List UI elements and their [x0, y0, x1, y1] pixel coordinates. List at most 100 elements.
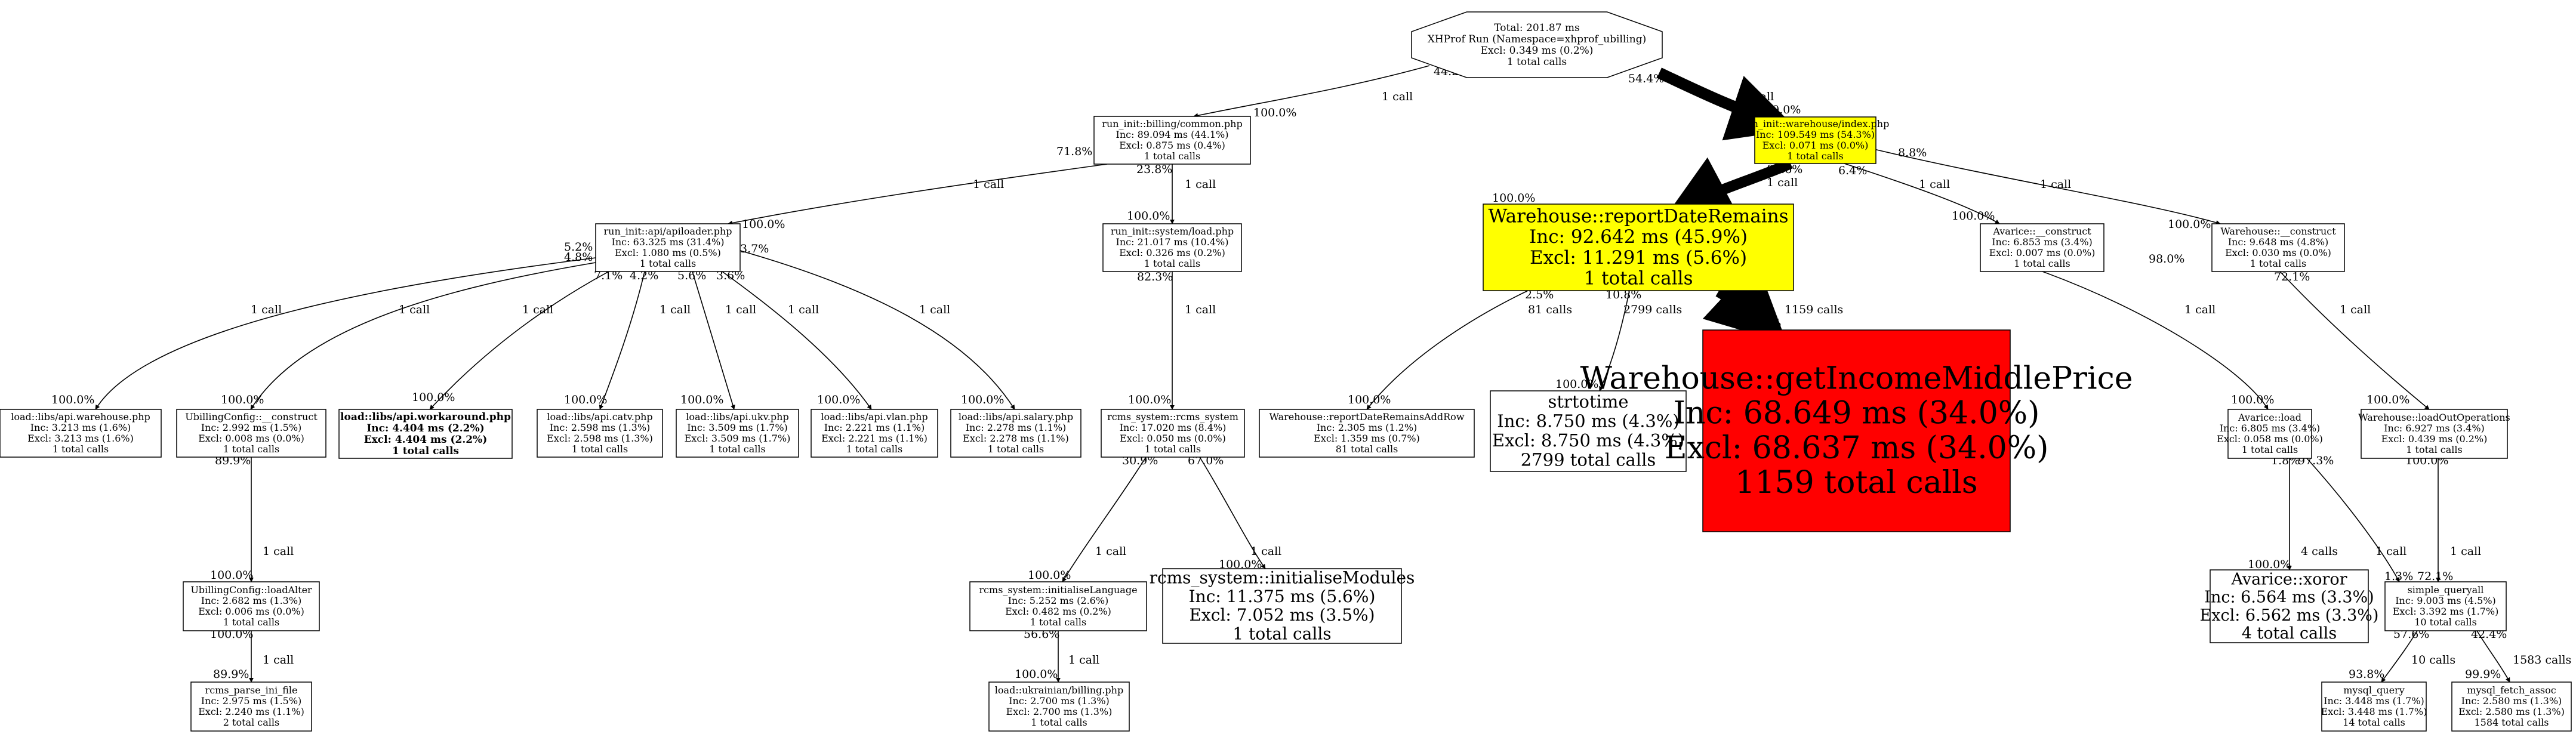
node-metric: Inc: 109.549 ms (54.3%): [1756, 129, 1875, 140]
edge-line: [2042, 271, 2269, 410]
node-metric: Excl: 0.007 ms (0.0%): [1989, 247, 2096, 258]
node-function-name: load::libs/api.ukv.php: [686, 411, 788, 422]
node-function-name: mysql_fetch_assoc: [2467, 684, 2556, 696]
edge-target-percent: 100.0%: [1738, 317, 1781, 330]
node-metric: Inc: 2.992 ms (1.5%): [201, 422, 302, 433]
edge-target-percent: 100.0%: [412, 391, 455, 404]
node-metric: 1 total calls: [1031, 717, 1087, 728]
node-box: [176, 409, 326, 458]
node-metric: Excl: 2.221 ms (1.1%): [821, 433, 928, 444]
node-metric: Inc: 2.580 ms (1.3%): [2461, 695, 2562, 707]
node-box: [2227, 409, 2312, 459]
node-box: [2451, 681, 2572, 732]
edge-line: [1193, 65, 1430, 118]
node-box: [1980, 223, 2104, 272]
node-metric: 1 total calls: [1232, 624, 1331, 644]
edge-target-percent: 100.0%: [817, 393, 860, 406]
node-metric: Inc: 6.564 ms (3.3%): [2204, 588, 2374, 607]
node-metric: Excl: 6.562 ms (3.3%): [2200, 606, 2379, 625]
node-metric: 1 total calls: [846, 443, 902, 455]
node-function-name: Avarice::__construct: [1992, 226, 2091, 237]
edge-line: [728, 164, 1108, 226]
edge-call-label: 1159 calls: [1785, 303, 1843, 316]
edge-target-percent: 100.0%: [680, 393, 723, 406]
edge-call-label: 1 call: [251, 303, 282, 316]
node-box: [595, 223, 741, 272]
edge-source-percent: 6.4%: [1838, 164, 1867, 177]
node-metric: Excl: 0.050 ms (0.0%): [1120, 433, 1226, 444]
node-metric: 1 total calls: [2406, 444, 2462, 455]
edge-source-percent: 7.1%: [594, 269, 623, 282]
edge-target-percent: 100.0%: [742, 218, 785, 231]
node-metric: Excl: 0.006 ms (0.0%): [198, 606, 304, 617]
edge-line: [1874, 149, 2221, 225]
edge-target-percent: 100.0%: [1128, 393, 1171, 406]
edge-source-percent: 72.1%: [2274, 270, 2310, 283]
node-function-name: Warehouse::__construct: [2220, 226, 2336, 237]
node-box: [1259, 409, 1475, 458]
edge-call-label: 1 call: [522, 303, 553, 316]
node-function-name: run_init::system/load.php: [1111, 226, 1234, 237]
node-function-name: Avarice::load: [2238, 412, 2301, 423]
edge-call-label: 1 call: [263, 653, 294, 667]
node-box: [338, 409, 513, 459]
edge-target-percent: 100.0%: [1348, 393, 1391, 406]
edge-target-percent: 100.0%: [961, 393, 1004, 406]
node-box: [190, 681, 312, 732]
edge-call-label: 1 call: [2040, 178, 2071, 191]
node-metric: 1584 total calls: [2475, 717, 2549, 728]
node-metric: 1 total calls: [988, 443, 1044, 455]
node-metric: 14 total calls: [2343, 717, 2405, 728]
edge-target-percent: 100.0%: [564, 393, 607, 406]
edge-call-label: 81 calls: [1528, 303, 1572, 316]
node-box: [2211, 223, 2345, 272]
node-box: [2321, 681, 2427, 732]
node-box: [537, 409, 663, 458]
node-metric: Excl: 3.448 ms (1.7%): [2321, 706, 2427, 717]
edge-call-label: 1 call: [2340, 303, 2371, 316]
edge-call-label: 1 call: [1382, 90, 1413, 103]
node-box: [1483, 203, 1794, 291]
edge-target-percent: 89.9%: [213, 668, 249, 681]
node-metric: Excl: 0.349 ms (0.2%): [1481, 45, 1594, 57]
edge-call-label: 1 call: [919, 303, 950, 316]
node-metric: 1 total calls: [1787, 150, 1843, 162]
